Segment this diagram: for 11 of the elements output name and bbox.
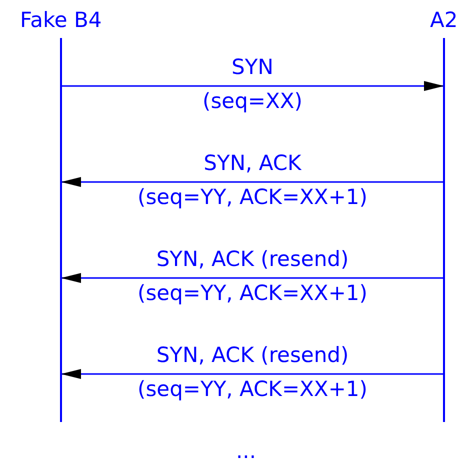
message-label: SYN (seq=XX)	[202, 54, 302, 115]
participant-name: A2	[430, 7, 458, 33]
participant-name: Fake B4	[20, 7, 102, 33]
message-arrow	[61, 273, 444, 283]
message-label: SYN, ACK (resend) (seq=YY, ACK=XX+1)	[138, 342, 368, 403]
message-arrow	[61, 369, 444, 379]
message-arrow	[61, 177, 444, 187]
message-label: SYN, ACK (seq=YY, ACK=XX+1)	[138, 150, 368, 211]
message-arrow	[61, 81, 444, 91]
continuation-ellipsis: ...	[236, 438, 256, 464]
message-label: SYN, ACK (resend) (seq=YY, ACK=XX+1)	[138, 246, 368, 307]
